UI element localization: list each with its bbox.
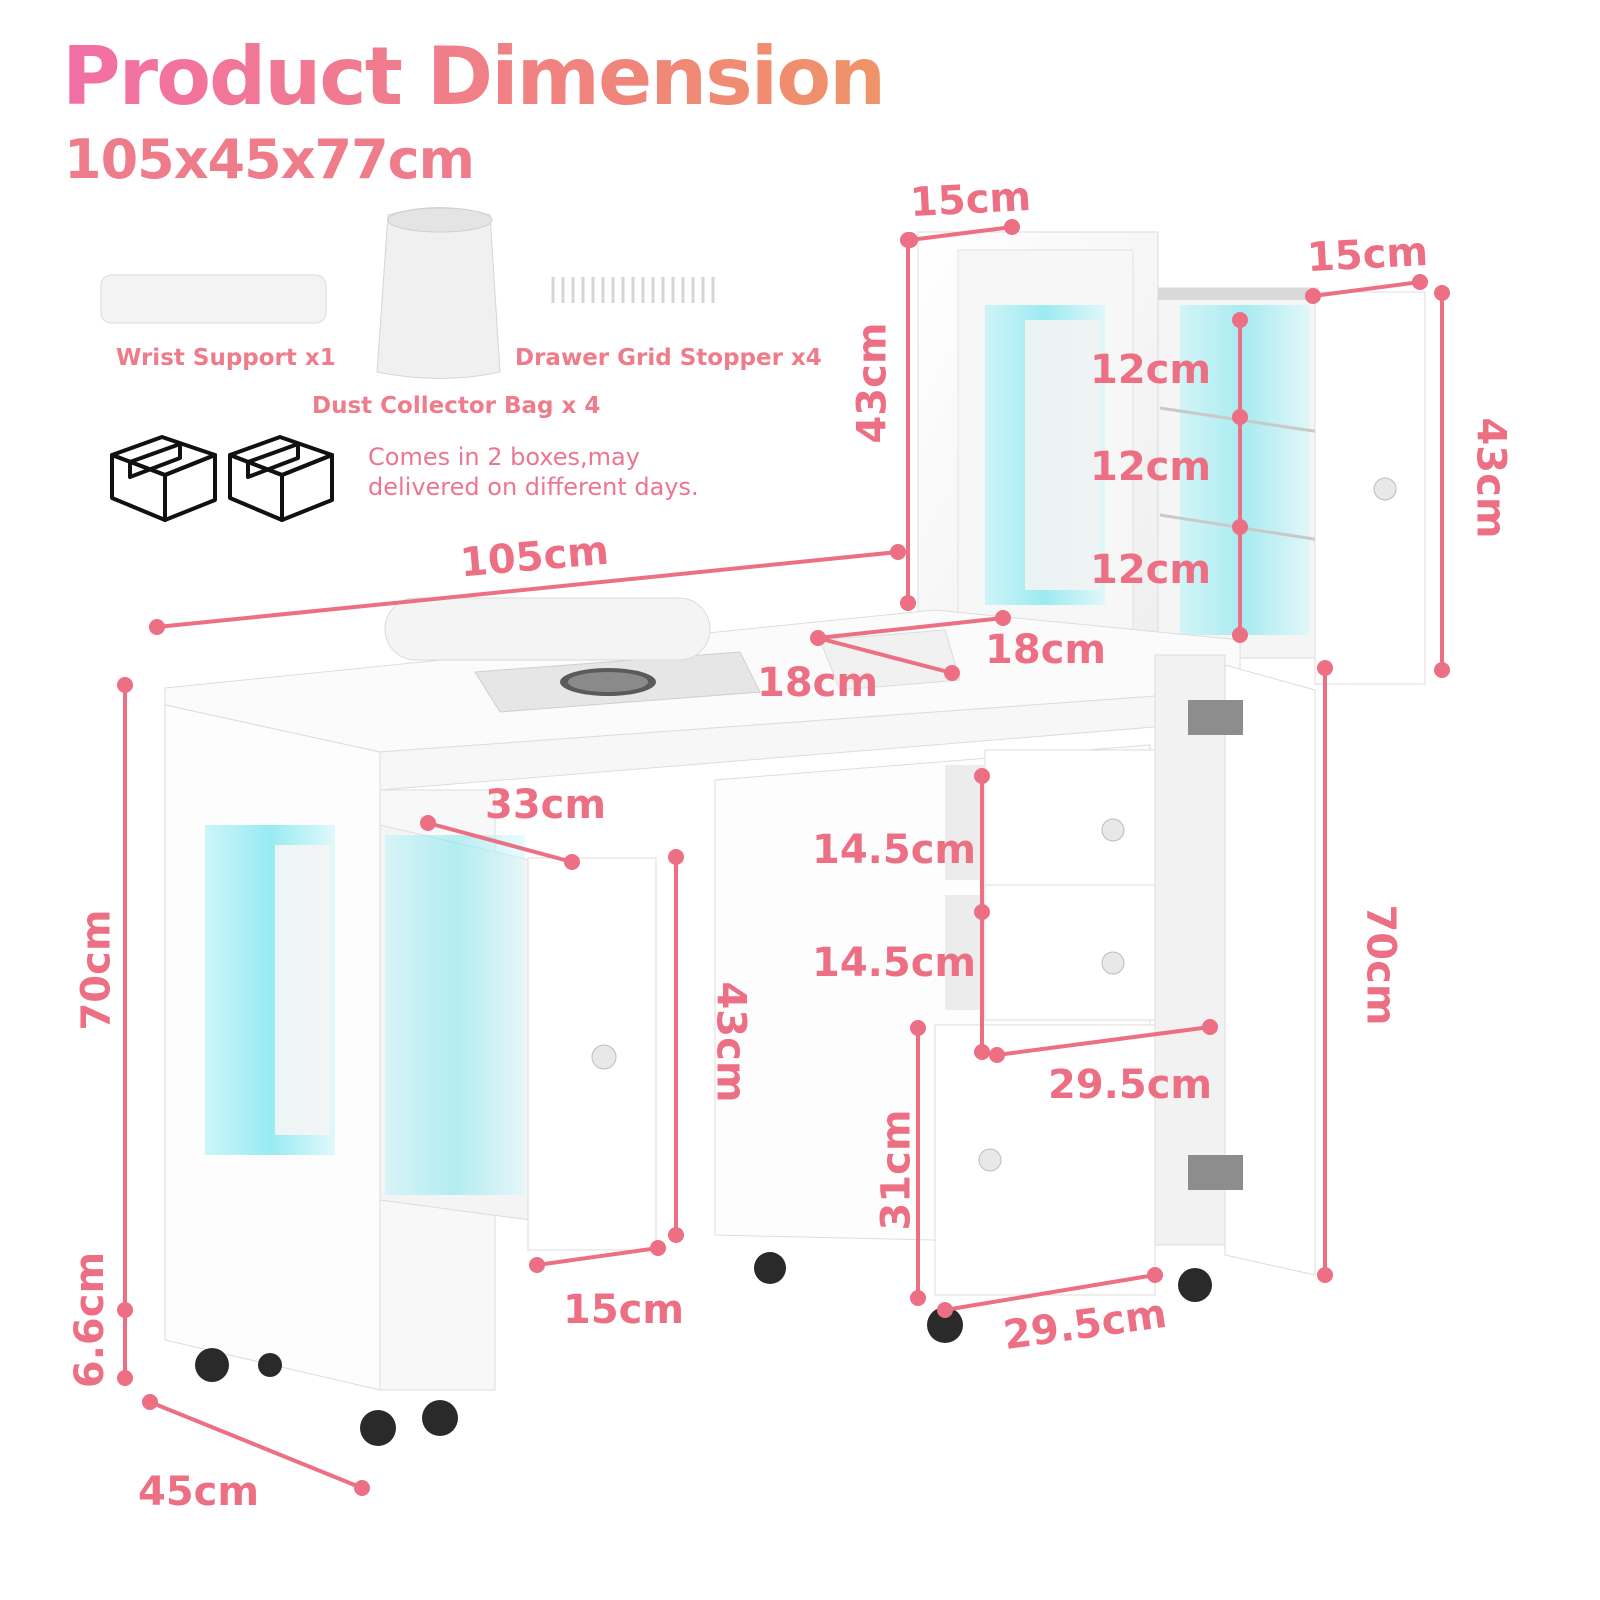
dim-drawer-width: 29.5cm — [1048, 1062, 1213, 1108]
box-icon — [110, 435, 217, 522]
dim-drawer-height-1: 14.5cm — [812, 827, 977, 873]
dim-shelf-gap-1: 12cm — [1090, 347, 1212, 393]
dim-vent-depth: 18cm — [757, 660, 879, 706]
wrist-support-icon — [100, 274, 327, 324]
shipping-note-line1: Comes in 2 boxes,may — [368, 443, 640, 471]
dim-top-cabinet-depth: 15cm — [908, 173, 1033, 227]
dim-top-cabinet-height-left: 43cm — [849, 322, 896, 444]
grid-stopper-icon — [551, 277, 715, 303]
box-icon-2 — [228, 435, 334, 522]
dim-top-door-depth: 15cm — [1305, 228, 1430, 282]
right-cabinet-body — [714, 654, 1316, 1296]
dim-top-cabinet-height-right: 43cm — [1467, 417, 1514, 539]
dim-lower-door-height: 31cm — [873, 1109, 920, 1231]
overall-size: 105x45x77cm — [64, 128, 475, 191]
shipping-note: Comes in 2 boxes,may delivered on differ… — [368, 442, 699, 502]
dim-side-drawer-width: 15cm — [563, 1287, 685, 1333]
dim-caster-height: 6.6cm — [67, 1251, 114, 1389]
left-pull-out-drawer — [379, 824, 657, 1251]
dim-shelf-gap-3: 12cm — [1090, 547, 1212, 593]
shipping-note-line2: delivered on different days. — [368, 473, 699, 501]
dim-right-cabinet-height: 70cm — [1357, 904, 1404, 1026]
wrist-support-label: Wrist Support x1 — [116, 345, 336, 371]
dim-side-drawer-depth: 33cm — [485, 782, 607, 828]
page-title: Product Dimension — [62, 30, 886, 123]
dim-side-drawer-height: 43cm — [707, 981, 754, 1103]
dim-shelf-gap-2: 12cm — [1090, 444, 1212, 490]
grid-stopper-label: Drawer Grid Stopper x4 — [515, 345, 822, 371]
caster-wheels — [195, 1252, 1212, 1446]
dim-drawer-height-2: 14.5cm — [812, 940, 977, 986]
top-display-cabinet — [917, 231, 1159, 663]
dust-bag-label: Dust Collector Bag x 4 — [312, 393, 601, 419]
dim-table-depth: 45cm — [138, 1469, 260, 1515]
dust-bag-icon — [376, 207, 501, 379]
dim-vent-width: 18cm — [985, 627, 1107, 673]
dim-table-height: 70cm — [73, 909, 120, 1031]
